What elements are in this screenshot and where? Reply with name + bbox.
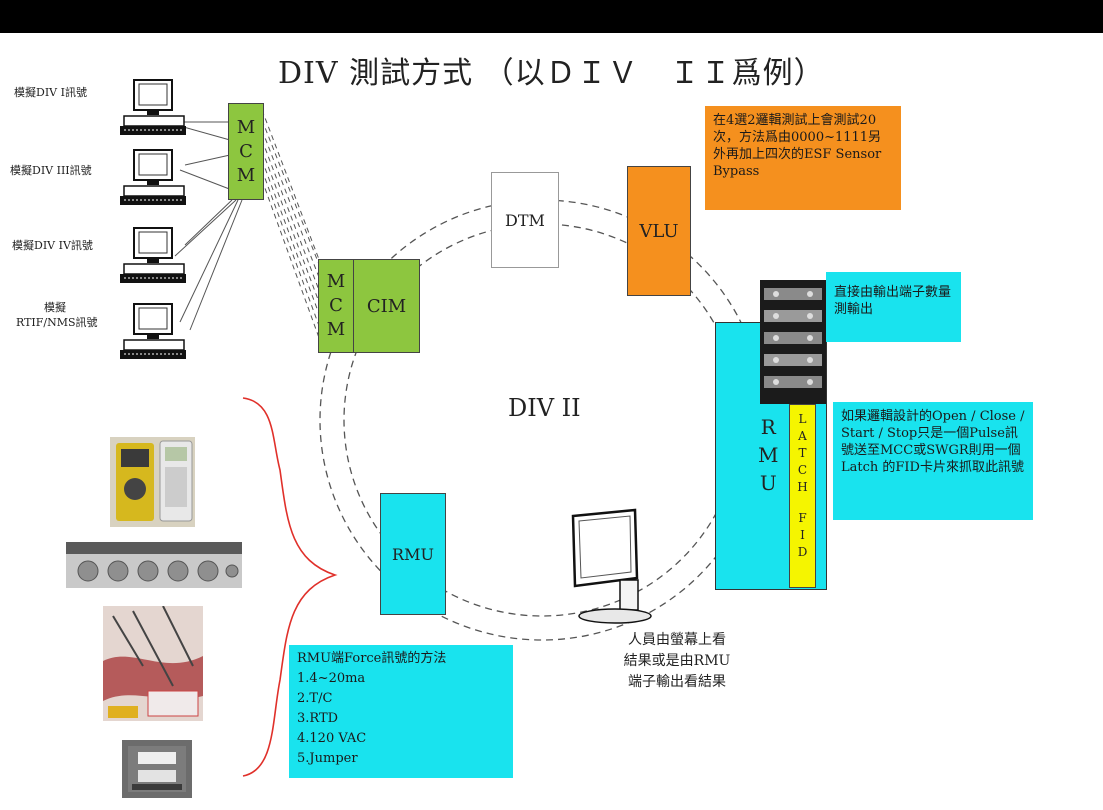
monitor-caption-line2: 結果或是由RMU (612, 651, 742, 672)
mcm-bundle (262, 110, 322, 346)
latch-letter-a: A (798, 428, 807, 445)
vlu-box: VLU (627, 166, 691, 296)
latch-letter-t: T (798, 445, 806, 462)
monitor-caption: 人員由螢幕上看 結果或是由RMU 端子輸出看結果 (612, 630, 742, 693)
mcm-left-letter-m1: M (237, 116, 255, 140)
mcm-left-letter-m2: M (237, 164, 255, 188)
force-item-2: 2.T/C (297, 689, 505, 709)
terminal-block-photo (760, 280, 826, 404)
computer-icon (112, 78, 187, 138)
pc-div3 (112, 148, 187, 208)
rmu-left-label: RMU (392, 545, 434, 564)
pc-rtif-label-1: 模擬 (44, 301, 66, 314)
force-item-4: 4.120 VAC (297, 729, 505, 749)
cim-label: CIM (354, 260, 419, 352)
note-vlu: 在4選2邏輯測試上會測試20次，方法爲由0000~1111另外再加上四次的ESF… (705, 106, 901, 210)
rmu-right-letter-u: U (760, 469, 777, 497)
mcm-column: M C M (319, 260, 354, 352)
monitor-caption-line3: 端子輸出看結果 (612, 672, 742, 693)
mcm-left-letter-c: C (239, 140, 253, 164)
vlu-label: VLU (639, 221, 678, 242)
latch-letter-c: C (798, 462, 807, 479)
pc-div1 (112, 78, 187, 138)
rmu-right-letter-m: M (758, 441, 778, 469)
multimeter-photo (110, 437, 195, 527)
mcm-left-box: M C M (228, 103, 264, 200)
note-terminal: 直接由輸出端子數量測輸出 (826, 272, 961, 342)
switch-photo (122, 740, 192, 798)
fid-letter-d: D (798, 544, 808, 561)
wiring-photo (103, 606, 203, 721)
monitor-icon (565, 508, 655, 628)
panel-photo (66, 542, 242, 588)
force-item-3: 3.RTD (297, 709, 505, 729)
center-label: DIV II (508, 394, 581, 422)
note-latch: 如果邏輯設計的Open / Close / Start / Stop只是一個Pu… (833, 402, 1033, 520)
monitor-caption-line1: 人員由螢幕上看 (612, 630, 742, 651)
mcm-cim-box: M C M CIM (318, 259, 420, 353)
latch-letter-l: L (799, 411, 807, 428)
pc-rtif (112, 302, 187, 364)
mcm-letter-c: C (329, 294, 343, 318)
rmu-right-letter-r: R (761, 413, 776, 441)
pc-div1-label: 模擬DIV I訊號 (14, 86, 87, 99)
latch-letter-h: H (797, 479, 807, 496)
dtm-label: DTM (505, 211, 545, 230)
computer-icon (112, 226, 187, 286)
pc-div3-label: 模擬DIV III訊號 (10, 164, 92, 177)
rmu-left-box: RMU (380, 493, 446, 615)
fid-letter-f: F (798, 510, 806, 527)
mcm-letter-m2: M (327, 318, 345, 342)
note-force: RMU端Force訊號的方法 1.4~20ma 2.T/C 3.RTD 4.12… (289, 645, 513, 778)
force-item-5: 5.Jumper (297, 749, 505, 769)
mcm-letter-m1: M (327, 270, 345, 294)
dtm-box: DTM (491, 172, 559, 268)
pc-div4 (112, 226, 187, 286)
pc-div4-label: 模擬DIV IV訊號 (12, 239, 93, 252)
latch-fid-card: L A T C H F I D (789, 404, 816, 588)
pc-rtif-label-2: RTIF/NMS訊號 (16, 316, 98, 329)
force-item-1: 1.4~20ma (297, 669, 505, 689)
fid-letter-i: I (800, 527, 805, 544)
computer-icon (112, 148, 187, 208)
note-force-heading: RMU端Force訊號的方法 (297, 649, 505, 669)
rmu-right-letters: R M U (758, 413, 778, 497)
computer-icon (112, 302, 187, 364)
